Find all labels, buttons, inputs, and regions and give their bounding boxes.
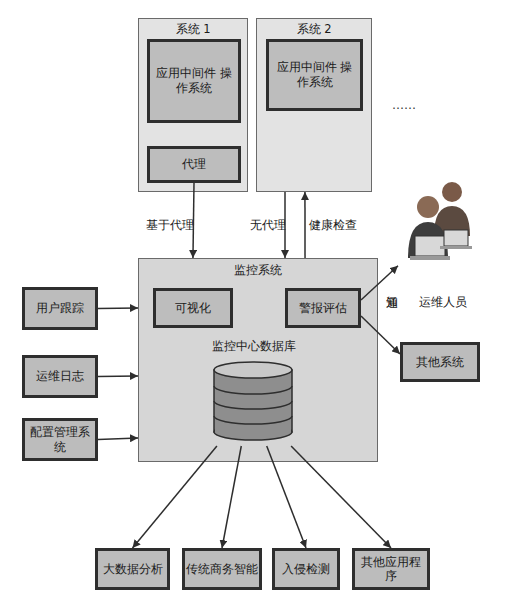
- source-box: 运维日志: [22, 355, 98, 398]
- arrow-connector: [304, 192, 306, 258]
- node-text: 系统 1: [176, 22, 211, 36]
- database-node: 监控中心数据库: [201, 339, 307, 446]
- agent-box: 代理: [147, 146, 241, 183]
- person-body: [408, 222, 448, 258]
- node-text: 传统商务智能: [186, 562, 258, 576]
- node-text: 运维日志: [36, 369, 84, 383]
- consumer-box: 入侵检测: [272, 548, 340, 590]
- consumer-box: 大数据分析: [95, 548, 170, 590]
- node-text: 配置管理系统: [26, 425, 94, 454]
- person-head: [442, 182, 462, 202]
- consumer-box: 其他应用程序: [352, 548, 430, 590]
- node-text: 代理: [182, 157, 206, 172]
- node-text: 运维人员: [419, 295, 467, 310]
- operator-node: 运维人员: [398, 176, 488, 310]
- monitoring-box: 监控系统可视化 警报评估监控中心数据库: [138, 258, 378, 462]
- edge-label: 基于代理: [146, 218, 194, 233]
- edge-label: 无代理: [250, 218, 286, 233]
- laptop-base: [440, 246, 472, 249]
- node-text: 大数据分析: [103, 562, 163, 576]
- node-text: 其他应用程序: [356, 555, 426, 584]
- person-body: [434, 206, 470, 236]
- node-text: 其他系统: [416, 355, 464, 369]
- process-box: 警报评估: [285, 288, 361, 328]
- layer-box: 应用中间件 操作系统: [266, 39, 363, 111]
- node-text: 监控系统: [234, 263, 282, 278]
- person-head: [417, 196, 439, 218]
- node-text: 监控中心数据库: [212, 339, 296, 354]
- node-text: 系统 2: [297, 22, 332, 36]
- edge-label: 健康检查: [309, 218, 357, 233]
- node-text: 用户跟踪: [36, 301, 84, 315]
- node-text: 警报评估: [299, 301, 347, 316]
- node-text: 应用中间件 操作系统: [271, 60, 358, 90]
- laptop: [444, 230, 468, 246]
- laptop-base: [410, 256, 450, 260]
- layer-box: 应用中间件 操作系统: [147, 39, 241, 123]
- ellipsis-label: ……: [392, 98, 416, 112]
- node-text: 可视化: [175, 301, 211, 316]
- target-box: 其他系统: [400, 342, 480, 382]
- laptop: [415, 236, 445, 256]
- arrow-connector: [98, 375, 138, 377]
- arrow-connector: [98, 307, 138, 309]
- source-box: 用户跟踪: [22, 287, 98, 330]
- operators-illustration: [408, 182, 472, 260]
- system-box: 系统 1 应用中间件 操作系统代理: [138, 18, 248, 192]
- system-box: 系统 2 应用中间件 操作系统: [256, 18, 372, 192]
- consumer-box: 传统商务智能: [182, 548, 262, 590]
- node-text: 应用中间件 操作系统: [152, 66, 236, 96]
- process-box: 可视化: [153, 288, 233, 328]
- arrow-connector: [98, 438, 138, 440]
- source-box: 配置管理系统: [22, 418, 98, 461]
- node-text: 入侵检测: [282, 562, 330, 576]
